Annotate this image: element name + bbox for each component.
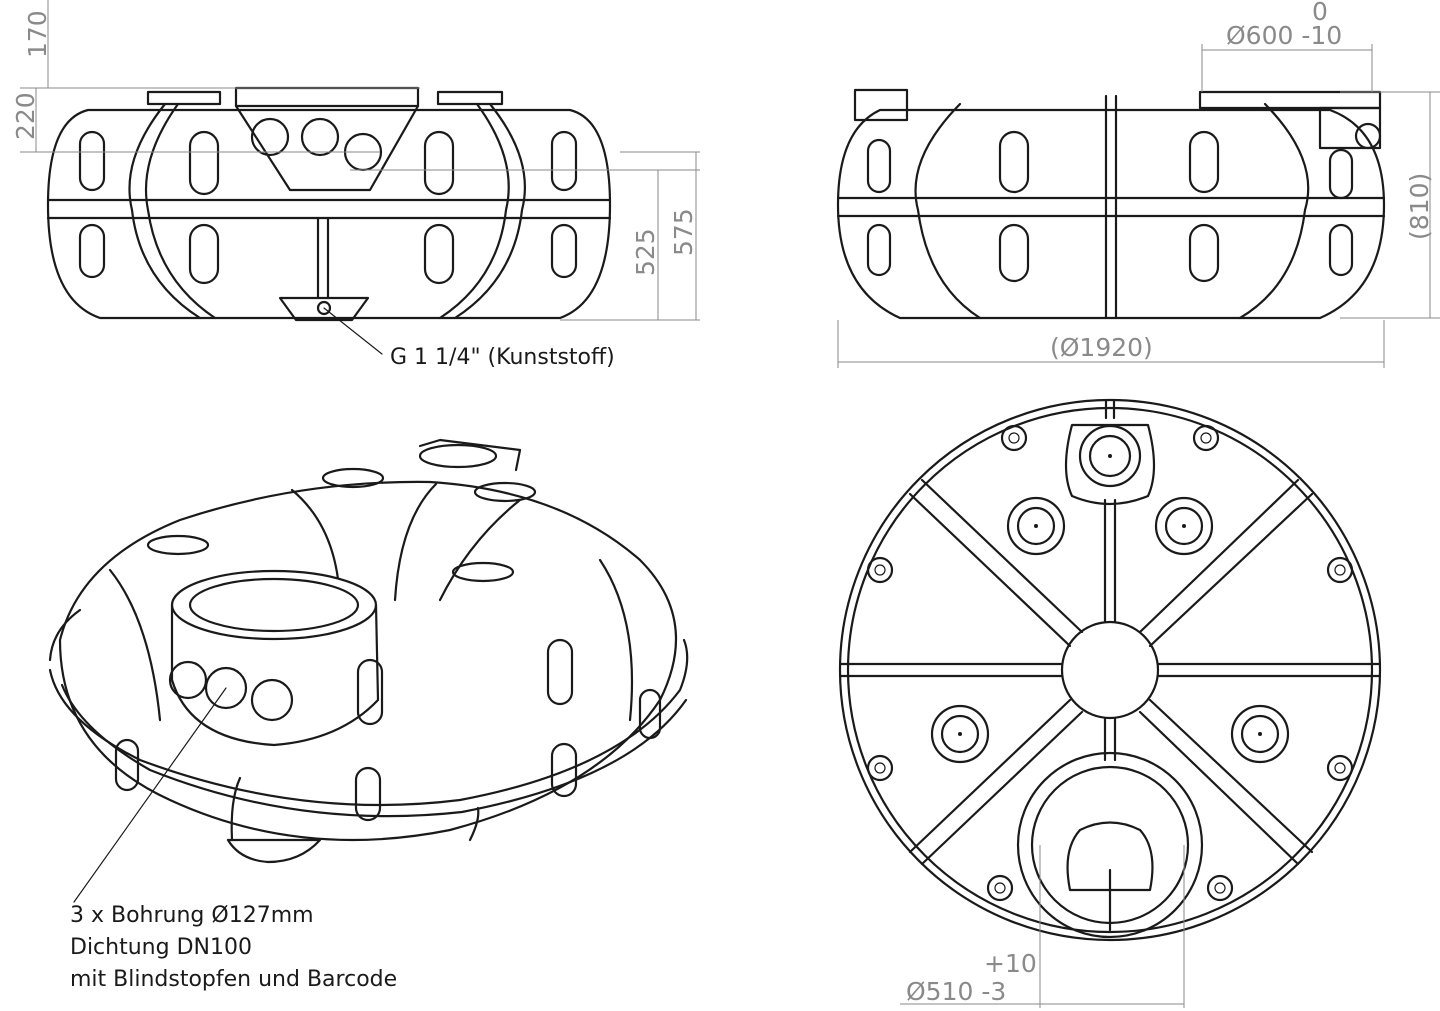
side-view-dimensions (837, 44, 1440, 368)
dim-diameter-600: Ø600 -10 (1226, 21, 1342, 50)
dim-170: 170 (23, 10, 52, 58)
isometric-view (48, 438, 689, 903)
dim-220: 220 (11, 92, 40, 140)
label-bore-line2: Dichtung DN100 (70, 935, 252, 960)
dim-diameter-510: Ø510 -3 (906, 977, 1006, 1006)
dim-810: (810) (1405, 173, 1434, 240)
dim-tolerance-plus10: +10 (984, 949, 1037, 978)
label-bore-line3: mit Blindstopfen und Barcode (70, 967, 397, 992)
label-bore-line1: 3 x Bohrung Ø127mm (70, 903, 314, 928)
front-view (46, 86, 612, 355)
top-view-dimensions (900, 845, 1185, 1008)
dim-diameter-1920: (Ø1920) (1050, 333, 1153, 362)
side-view (836, 88, 1386, 320)
dim-575: 575 (669, 208, 698, 256)
label-drain-fitting: G 1 1/4" (Kunststoff) (390, 345, 615, 370)
top-view (838, 398, 1382, 942)
dim-525: 525 (631, 228, 660, 276)
dim-tolerance-0: 0 (1312, 0, 1328, 26)
front-view-dimensions (20, 0, 700, 321)
